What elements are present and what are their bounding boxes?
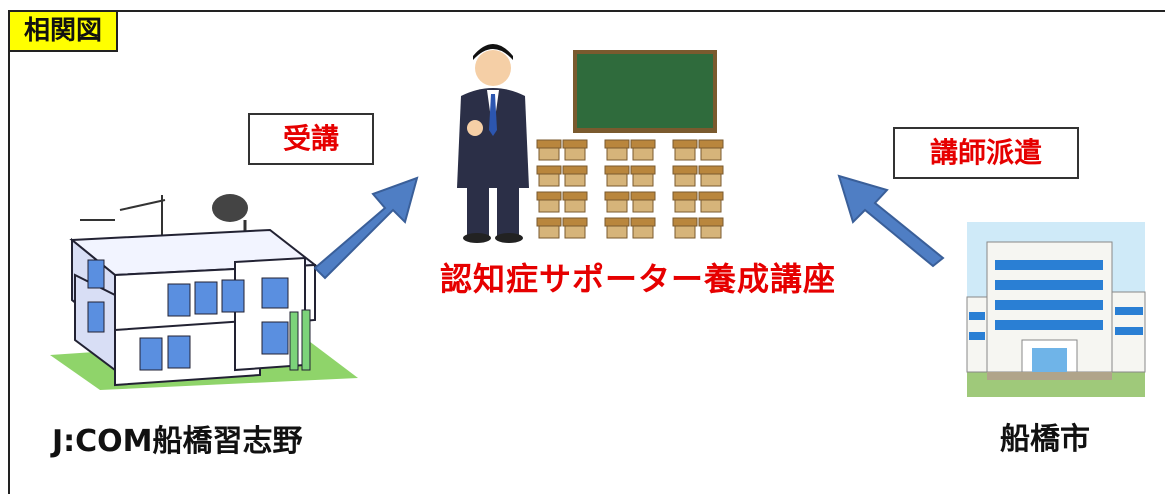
- desk: [698, 191, 724, 201]
- desk: [672, 139, 698, 149]
- desk: [536, 139, 562, 149]
- desk-chair: [538, 199, 560, 213]
- desk: [536, 217, 562, 227]
- dispatch-label: 講師派遣: [893, 127, 1079, 179]
- desk-chair: [538, 173, 560, 187]
- desk: [672, 217, 698, 227]
- city-hall-illustration: [966, 222, 1146, 397]
- desk: [604, 191, 630, 201]
- desk: [672, 165, 698, 175]
- desk: [604, 165, 630, 175]
- desk-chair: [538, 147, 560, 161]
- desk-chair: [700, 173, 722, 187]
- desk-chair: [606, 147, 628, 161]
- desk-chair: [632, 173, 654, 187]
- desk: [536, 191, 562, 201]
- desk: [562, 217, 588, 227]
- desk-chair: [564, 147, 586, 161]
- attend-arrow: [313, 176, 419, 280]
- desk: [562, 139, 588, 149]
- desk: [562, 165, 588, 175]
- diagram-frame: 相関図: [8, 10, 1165, 494]
- desk: [698, 165, 724, 175]
- desk: [698, 139, 724, 149]
- desk-chair: [632, 199, 654, 213]
- desk-chair: [564, 199, 586, 213]
- desk: [630, 165, 656, 175]
- seminar-name: 認知症サポーター養成講座: [439, 260, 836, 298]
- desk-chair: [674, 173, 696, 187]
- desk: [562, 191, 588, 201]
- desk: [698, 217, 724, 227]
- desk-chair: [606, 225, 628, 239]
- jcom-building-illustration: [50, 194, 358, 390]
- desk-chair: [700, 147, 722, 161]
- jcom-caption: J:COM船橋習志野: [52, 424, 303, 459]
- desk-chair: [700, 225, 722, 239]
- desk: [630, 217, 656, 227]
- desk: [630, 191, 656, 201]
- desk-chair: [564, 173, 586, 187]
- desk: [672, 191, 698, 201]
- dispatch-arrow: [837, 174, 945, 268]
- desk-chair: [674, 225, 696, 239]
- seminar-illustration: [457, 44, 724, 243]
- desk-chair: [632, 225, 654, 239]
- desk-chair: [674, 147, 696, 161]
- desk: [536, 165, 562, 175]
- desk: [604, 139, 630, 149]
- desk-chair: [606, 199, 628, 213]
- desk-chair: [700, 199, 722, 213]
- attend-label: 受講: [248, 113, 374, 165]
- diagram-title: 相関図: [8, 10, 119, 52]
- desk-chair: [564, 225, 586, 239]
- city-caption: 船橋市: [1000, 422, 1090, 457]
- desk-chair: [674, 199, 696, 213]
- desk: [630, 139, 656, 149]
- desk-chair: [632, 147, 654, 161]
- desk-chair: [538, 225, 560, 239]
- desk: [604, 217, 630, 227]
- desk-chair: [606, 173, 628, 187]
